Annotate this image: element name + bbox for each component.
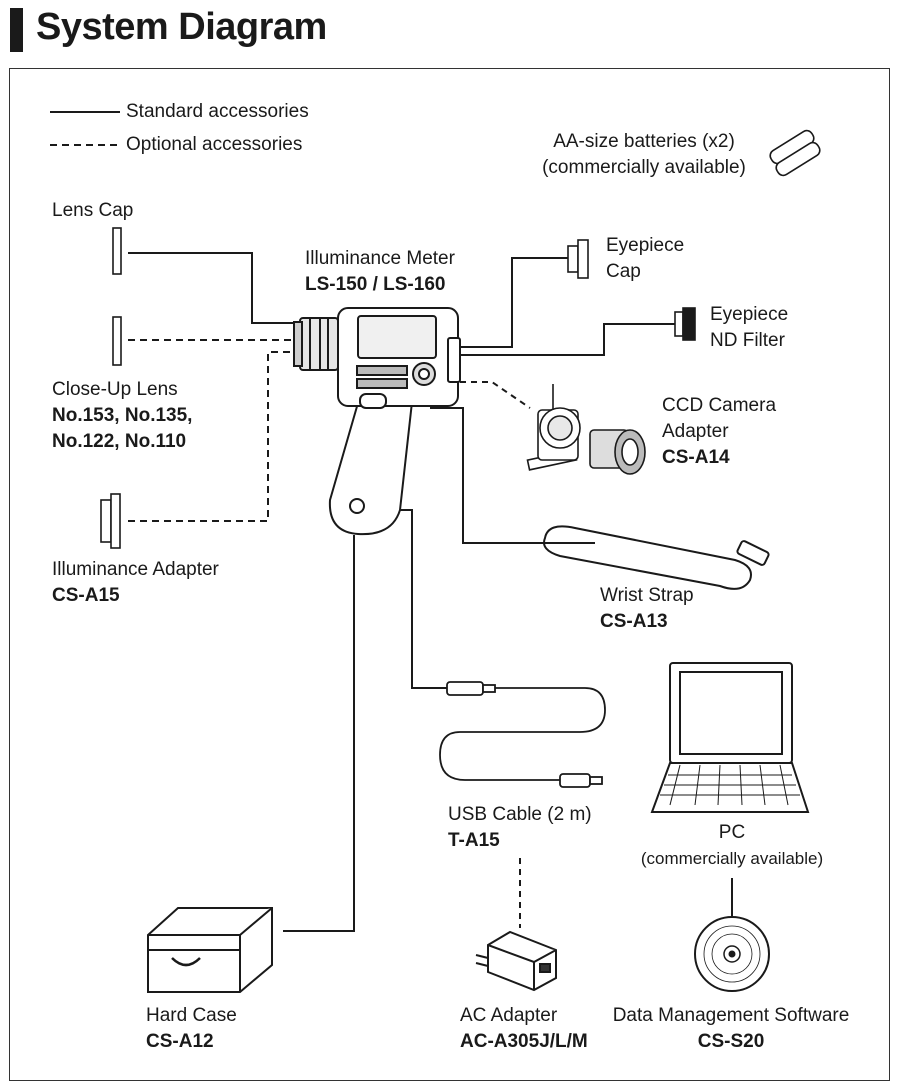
- ac-adapter-label: AC Adapter AC-A305J/L/M: [460, 1003, 588, 1055]
- eyepiece-nd-label: Eyepiece ND Filter: [710, 302, 788, 354]
- software-label: Data Management Software CS-S20: [604, 1003, 858, 1055]
- close-up-lens-icon: [112, 316, 122, 366]
- hard-case-icon: [147, 907, 273, 993]
- eyepiece-cap-label: Eyepiece Cap: [606, 233, 684, 285]
- ac-adapter-model: AC-A305J/L/M: [460, 1031, 588, 1052]
- illuminance-meter-icon: [293, 307, 461, 536]
- laptop-icon: [650, 662, 810, 813]
- eyepiece-nd-filter-icon: [674, 307, 696, 341]
- battery-icon: [769, 129, 821, 177]
- lens-cap-icon: [112, 227, 122, 275]
- close-up-models-2: No.122, No.110: [52, 431, 187, 452]
- pc-name: PC: [718, 822, 746, 843]
- connector-eyepiece-nd-filter: [460, 323, 675, 356]
- legend-standard-label: Standard accessories: [126, 101, 309, 122]
- usb-cable-label: USB Cable (2 m) T-A15: [448, 802, 592, 854]
- eyepiece-nd-line1: Eyepiece: [710, 304, 789, 325]
- wrist-strap-model: CS-A13: [600, 611, 668, 632]
- connector-hard-case: [283, 535, 355, 932]
- connector-eyepiece-cap: [460, 257, 568, 348]
- illuminance-adapter-icon: [100, 493, 121, 549]
- illuminance-adapter-label: Illuminance Adapter CS-A15: [52, 557, 219, 609]
- ac-adapter-icon: [475, 930, 557, 992]
- illuminance-adapter-name: Illuminance Adapter: [52, 559, 219, 580]
- batteries-line1: AA-size batteries (x2): [553, 131, 735, 152]
- wrist-strap-label: Wrist Strap CS-A13: [600, 583, 694, 635]
- title-bar-accent: [10, 8, 23, 52]
- page-title: System Diagram: [36, 6, 327, 48]
- meter-name: Illuminance Meter: [305, 248, 455, 269]
- eyepiece-nd-line2: ND Filter: [710, 330, 785, 351]
- hard-case-model: CS-A12: [146, 1031, 214, 1052]
- meter-model: LS-150 / LS-160: [305, 274, 446, 295]
- diagram-frame: [9, 68, 890, 1081]
- usb-cable-icon: [439, 681, 606, 788]
- eyepiece-cap-icon: [567, 239, 589, 279]
- ccd-line2: Adapter: [662, 421, 729, 442]
- cd-disc-icon: [694, 916, 770, 992]
- pc-label: PC (commercially available): [632, 820, 832, 872]
- connector-lens-cap: [128, 252, 298, 324]
- lens-cap-label: Lens Cap: [52, 200, 134, 221]
- usb-cable-model: T-A15: [448, 830, 500, 851]
- ccd-model: CS-A14: [662, 447, 730, 468]
- close-up-models-1: No.153, No.135,: [52, 405, 193, 426]
- ccd-line1: CCD Camera: [662, 395, 777, 416]
- eyepiece-cap-line2: Cap: [606, 261, 641, 282]
- legend-optional-label: Optional accessories: [126, 134, 303, 155]
- ac-adapter-name: AC Adapter: [460, 1005, 558, 1026]
- wrist-strap-name: Wrist Strap: [600, 585, 694, 606]
- hard-case-label: Hard Case CS-A12: [146, 1003, 237, 1055]
- batteries-label: AA-size batteries (x2) (commercially ava…: [526, 129, 762, 181]
- connector-ccd-adapter: [460, 381, 531, 409]
- software-name: Data Management Software: [612, 1005, 850, 1026]
- ccd-camera-adapter-icon: [526, 384, 646, 475]
- usb-cable-name: USB Cable (2 m): [448, 804, 592, 825]
- pc-note: (commercially available): [640, 849, 824, 868]
- hard-case-name: Hard Case: [146, 1005, 237, 1026]
- meter-label: Illuminance Meter LS-150 / LS-160: [305, 246, 455, 298]
- connector-usb-cable: [380, 509, 447, 689]
- close-up-lens-label: Close-Up Lens No.153, No.135, No.122, No…: [52, 377, 192, 455]
- ccd-adapter-label: CCD Camera Adapter CS-A14: [662, 393, 776, 471]
- batteries-line2: (commercially available): [542, 157, 746, 178]
- eyepiece-cap-line1: Eyepiece: [606, 235, 685, 256]
- close-up-name: Close-Up Lens: [52, 379, 178, 400]
- software-model: CS-S20: [697, 1031, 765, 1052]
- connector-wrist-strap: [430, 407, 595, 544]
- illuminance-adapter-model: CS-A15: [52, 585, 120, 606]
- wrist-strap-icon: [543, 525, 770, 590]
